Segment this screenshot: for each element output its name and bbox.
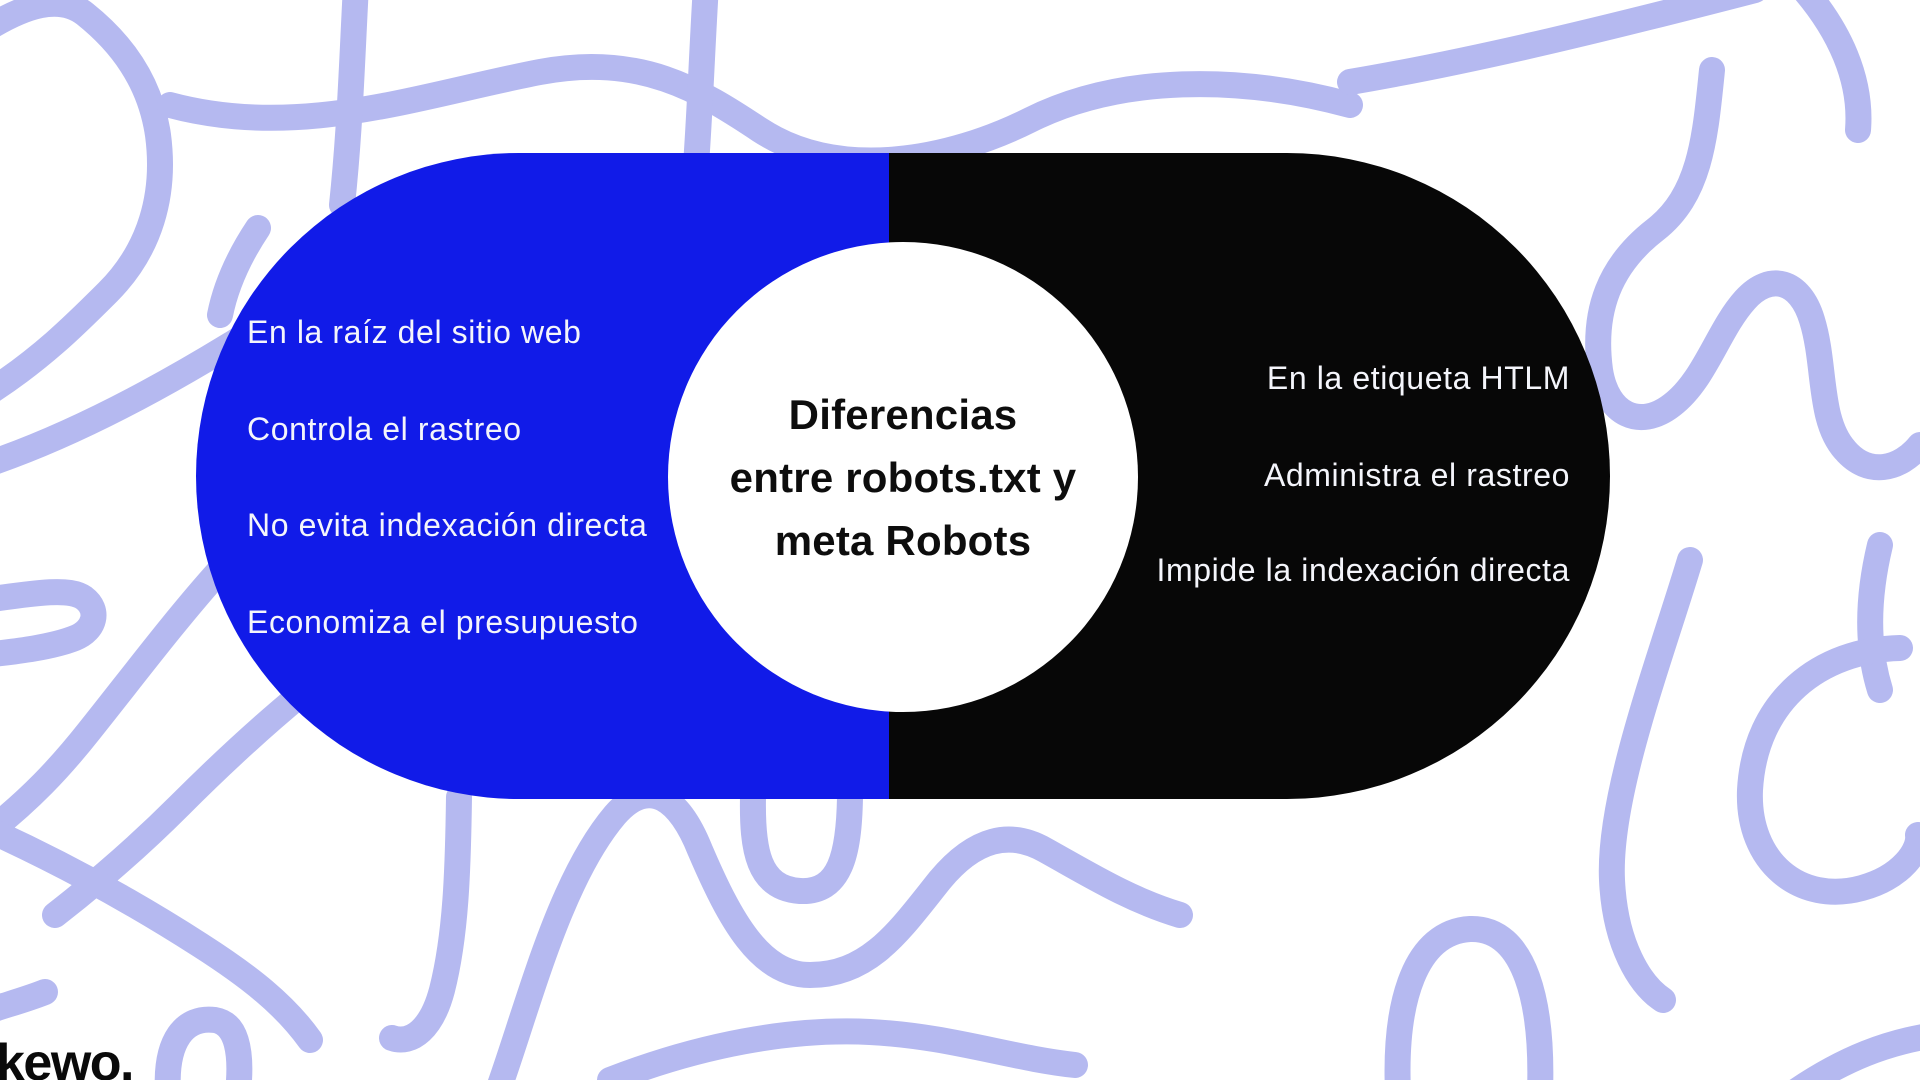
squiggle: [1736, 635, 1920, 905]
title-line-2: entre robots.txt y: [729, 453, 1077, 501]
squiggle: [739, 784, 863, 904]
title-line-1: Diferencias: [788, 390, 1018, 438]
squiggle: [379, 784, 472, 1053]
squiggle: [1585, 57, 1920, 481]
squiggle: [683, 0, 719, 178]
squiggle: [0, 0, 173, 401]
squiggle: [597, 1018, 1088, 1080]
squiggle: [1598, 547, 1703, 1013]
diagram-title: Diferencias entre robots.txt y meta Robo…: [730, 383, 1077, 572]
squiggle: [0, 979, 58, 1021]
squiggle: [0, 557, 233, 840]
title-line-3: meta Robots: [774, 516, 1032, 564]
squiggle: [487, 782, 1193, 1080]
squiggle: [157, 53, 1363, 174]
meta-robots-point-1: En la etiqueta HTLM: [1266, 360, 1570, 396]
squiggle: [1795, 0, 1872, 143]
meta-robots-point-3: Impide la indexación directa: [1156, 552, 1570, 588]
squiggle: [1789, 1024, 1920, 1080]
squiggle: [154, 1006, 253, 1080]
robots-txt-point-2: Controla el rastreo: [247, 411, 522, 447]
robots-txt-point-1: En la raíz del sitio web: [247, 314, 582, 350]
squiggle: [0, 579, 107, 667]
squiggle: [329, 0, 369, 218]
squiggle: [1337, 0, 1764, 95]
squiggle: [1857, 532, 1893, 703]
squiggle: [1384, 916, 1554, 1080]
robots-txt-point-3: No evita indexación directa: [247, 507, 648, 543]
robots-txt-point-4: Economiza el presupuesto: [247, 604, 639, 640]
kewo-logo: kewo.: [0, 1034, 135, 1080]
title-circle: Diferencias entre robots.txt y meta Robo…: [668, 242, 1138, 712]
meta-robots-point-2: Administra el rastreo: [1263, 457, 1570, 493]
squiggle: [207, 215, 271, 328]
squiggle: [0, 820, 323, 1053]
